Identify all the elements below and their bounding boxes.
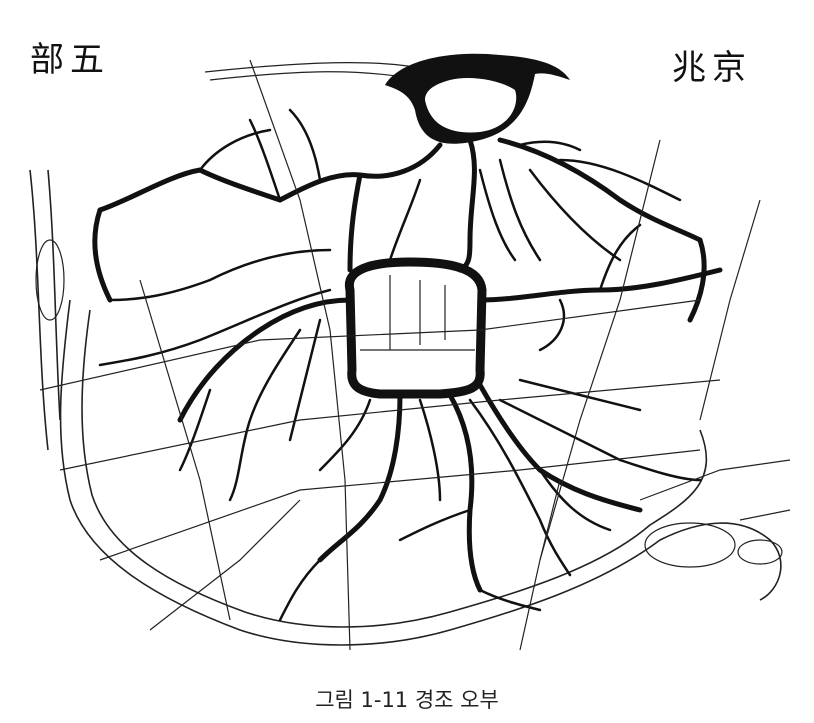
inner-boundary (81, 309, 708, 628)
map-title-right: 兆京 (672, 48, 752, 88)
outer-boundary (59, 299, 782, 646)
figure-caption: 그림 1-11 경조 오부 (315, 688, 499, 712)
palace-enclosure (344, 257, 487, 399)
left-river (29, 169, 61, 451)
palace-inner-lines (360, 275, 475, 351)
map-title-left: 部五 (30, 40, 110, 80)
mountain-ridges (92, 137, 723, 593)
roads (35, 59, 791, 651)
bukhan-mountain (385, 53, 570, 144)
minor-ridges (98, 108, 702, 622)
seoul-five-districts-map (29, 53, 791, 651)
